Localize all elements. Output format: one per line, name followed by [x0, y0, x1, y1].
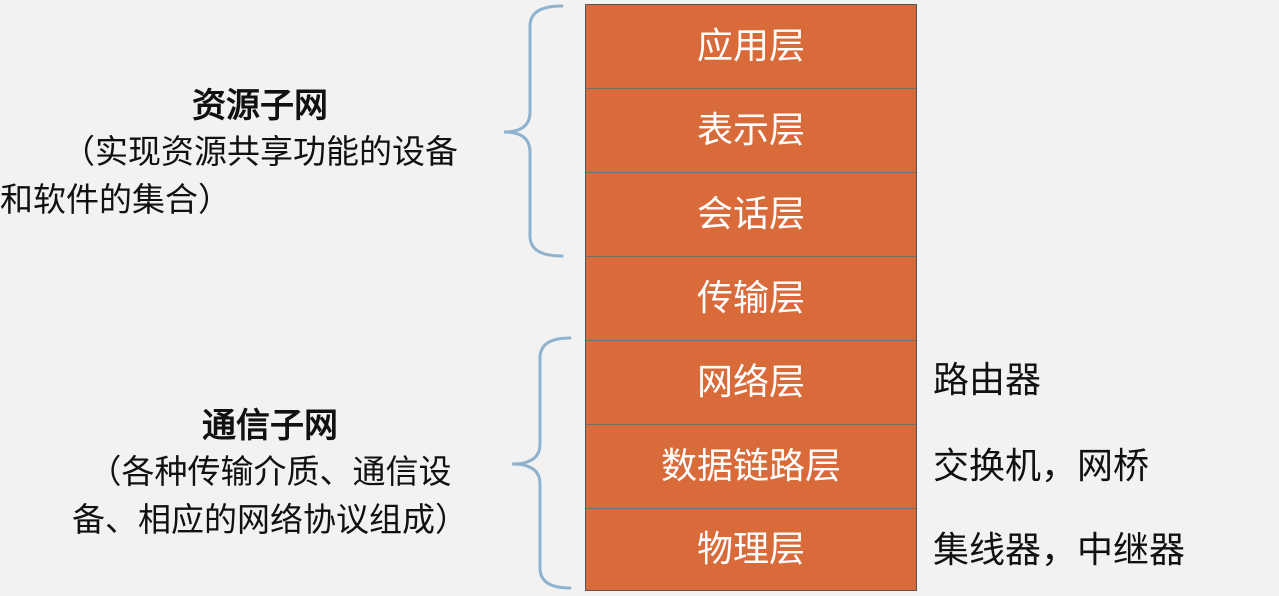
comm-subnet-brace [511, 336, 572, 590]
comm-subnet-desc-line1: （各种传输介质、通信设 [88, 452, 452, 491]
device-datalink: 交换机，网桥 [933, 446, 1150, 487]
layer-presentation: 表示层 [586, 89, 916, 173]
device-network: 路由器 [933, 360, 1042, 401]
layer-session: 会话层 [586, 173, 916, 257]
device-physical: 集线器，中继器 [933, 530, 1186, 571]
comm-subnet-desc-line2: 备、相应的网络协议组成） [72, 500, 468, 539]
layer-application: 应用层 [586, 5, 916, 89]
comm-subnet-label: 通信子网 （各种传输介质、通信设 备、相应的网络协议组成） [0, 404, 540, 544]
resource-subnet-desc-line1: （实现资源共享功能的设备 [62, 132, 458, 171]
layer-transport: 传输层 [586, 257, 916, 341]
resource-subnet-brace [503, 4, 564, 258]
comm-subnet-title: 通信子网 [202, 406, 338, 446]
resource-subnet-label: 资源子网 （实现资源共享功能的设备 和软件的集合） [0, 84, 520, 224]
layer-physical: 物理层 [586, 509, 916, 590]
resource-subnet-desc-line2: 和软件的集合） [0, 180, 231, 219]
resource-subnet-title: 资源子网 [192, 86, 328, 126]
layer-datalink: 数据链路层 [586, 425, 916, 509]
osi-layer-stack: 应用层 表示层 会话层 传输层 网络层 数据链路层 物理层 [585, 4, 917, 591]
layer-network: 网络层 [586, 341, 916, 425]
